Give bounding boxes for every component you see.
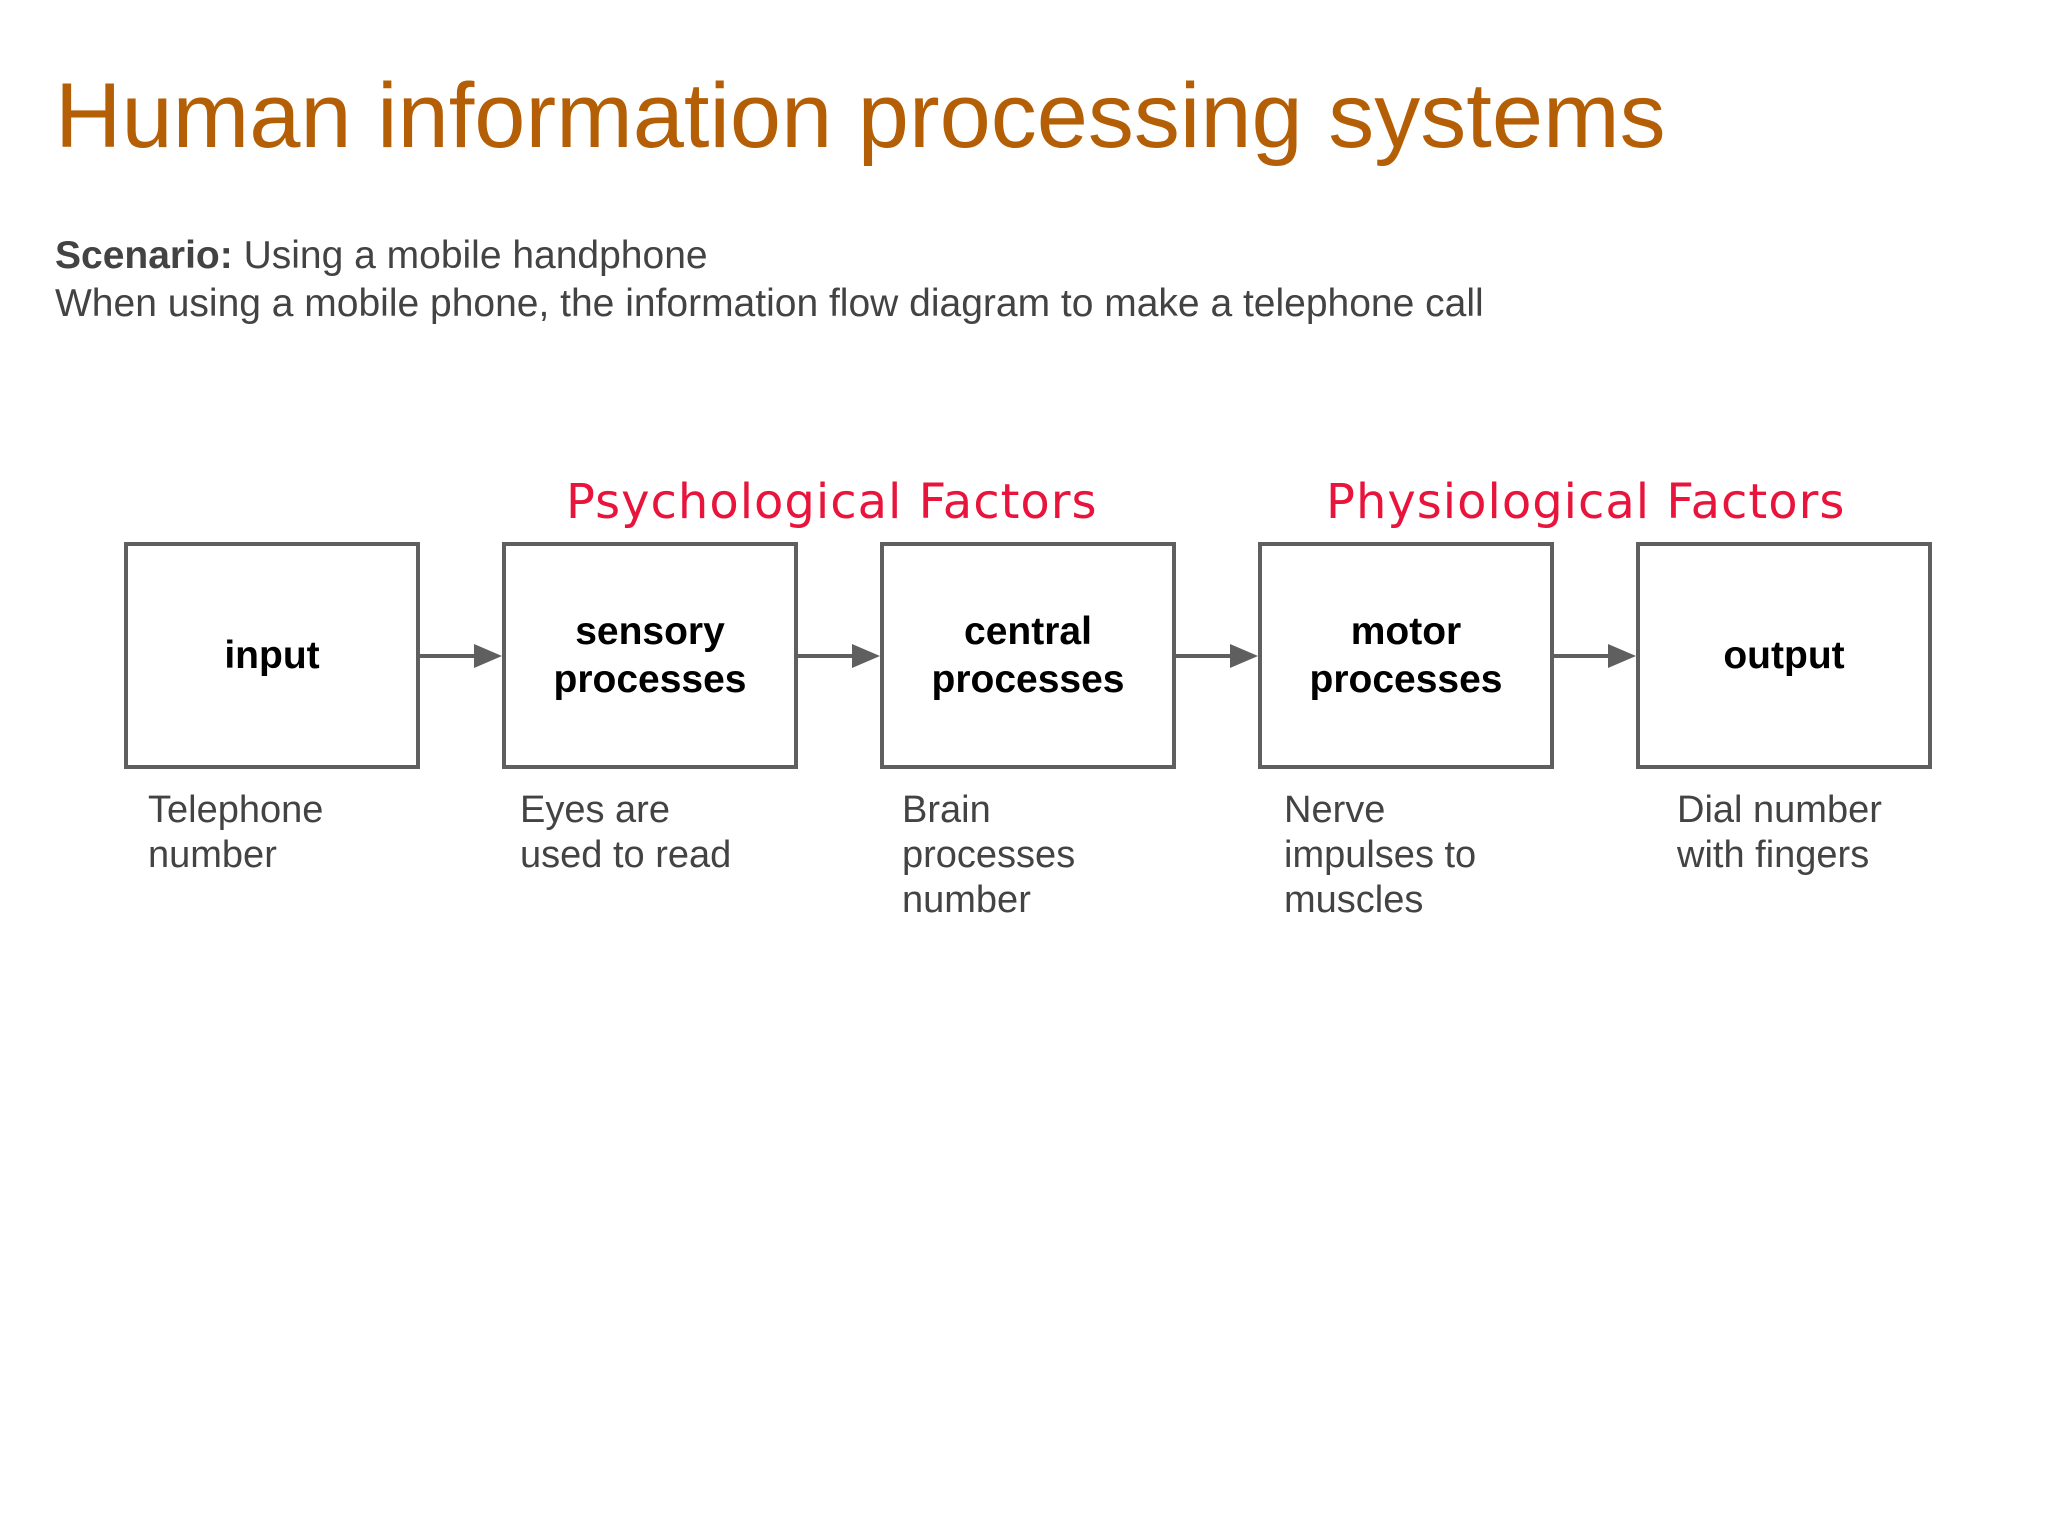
scenario-text: Using a mobile handphone	[232, 234, 708, 277]
scenario-block: Scenario: Using a mobile handphone When …	[55, 232, 1484, 328]
stage-label: motor processes	[1309, 609, 1503, 701]
stage-label: output	[1723, 633, 1845, 677]
flow-arrow-icon	[798, 644, 880, 668]
stage-label: sensory processes	[553, 609, 747, 701]
stage-description-output: Dial number with fingers	[1677, 789, 1882, 876]
stage-label: input	[224, 633, 320, 677]
stage-description-sensory: Eyes are used to read	[520, 789, 732, 876]
stage-label: central processes	[931, 609, 1125, 701]
flow-arrow-icon	[1554, 644, 1636, 668]
stage-box-input: input	[124, 542, 420, 769]
psychological-factors-label: Psychological Factors	[566, 474, 1098, 530]
scenario-description: When using a mobile phone, the informati…	[55, 282, 1484, 325]
stage-box-output: output	[1636, 542, 1932, 769]
stage-description-central: Brain processes number	[902, 789, 1076, 921]
stage-box-sensory-processes: sensory processes	[502, 542, 798, 769]
scenario-line: Scenario: Using a mobile handphone	[55, 232, 1484, 280]
flow-arrow-icon	[420, 644, 502, 668]
stage-box-motor-processes: motor processes	[1258, 542, 1554, 769]
stage-box-central-processes: central processes	[880, 542, 1176, 769]
stage-description-motor: Nerve impulses to muscles	[1284, 789, 1477, 921]
physiological-factors-label: Physiological Factors	[1326, 474, 1846, 530]
scenario-label: Scenario:	[55, 234, 233, 277]
flow-arrow-icon	[1176, 644, 1258, 668]
stage-description-input: Telephone number	[148, 789, 324, 876]
page-title: Human information processing systems	[55, 65, 1666, 167]
